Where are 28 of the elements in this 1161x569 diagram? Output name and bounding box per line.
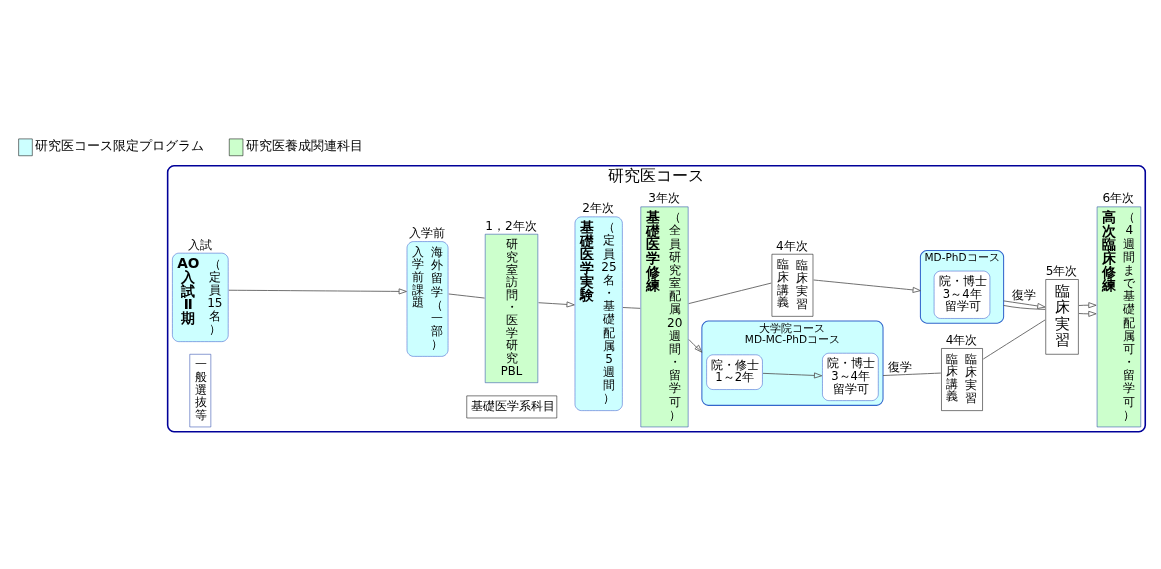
arrow — [1003, 300, 1046, 309]
edge-label: 復学 — [887, 360, 912, 375]
node-label: 1，2年次 — [485, 218, 537, 233]
legend-label: 研究医コース限定プログラム — [35, 138, 205, 154]
node-label: 2年次 — [582, 201, 615, 216]
node-label: 3年次 — [648, 191, 680, 206]
connector — [982, 319, 1046, 360]
arrow — [538, 301, 575, 308]
node-label: 入学前 — [409, 226, 446, 241]
node-label: 5年次 — [1045, 263, 1078, 278]
arrow — [1078, 302, 1097, 309]
connector — [622, 307, 641, 309]
legend-label: 研究医養成関連科目 — [246, 138, 364, 154]
connector — [1003, 305, 1046, 310]
connector — [688, 282, 772, 305]
node-label: 大学院コース — [759, 321, 826, 334]
connector — [448, 293, 485, 299]
node-label: 6年次 — [1102, 191, 1135, 206]
node-label: 入試 — [187, 237, 212, 252]
arrow — [813, 279, 921, 293]
arrow — [762, 372, 823, 379]
edge-label: 復学 — [1012, 287, 1037, 302]
arrow — [688, 339, 703, 353]
node-label: 4年次 — [776, 238, 808, 253]
connector — [882, 372, 942, 376]
node-label: 4年次 — [945, 332, 978, 347]
arrow — [228, 288, 407, 295]
arrow — [1078, 310, 1097, 317]
